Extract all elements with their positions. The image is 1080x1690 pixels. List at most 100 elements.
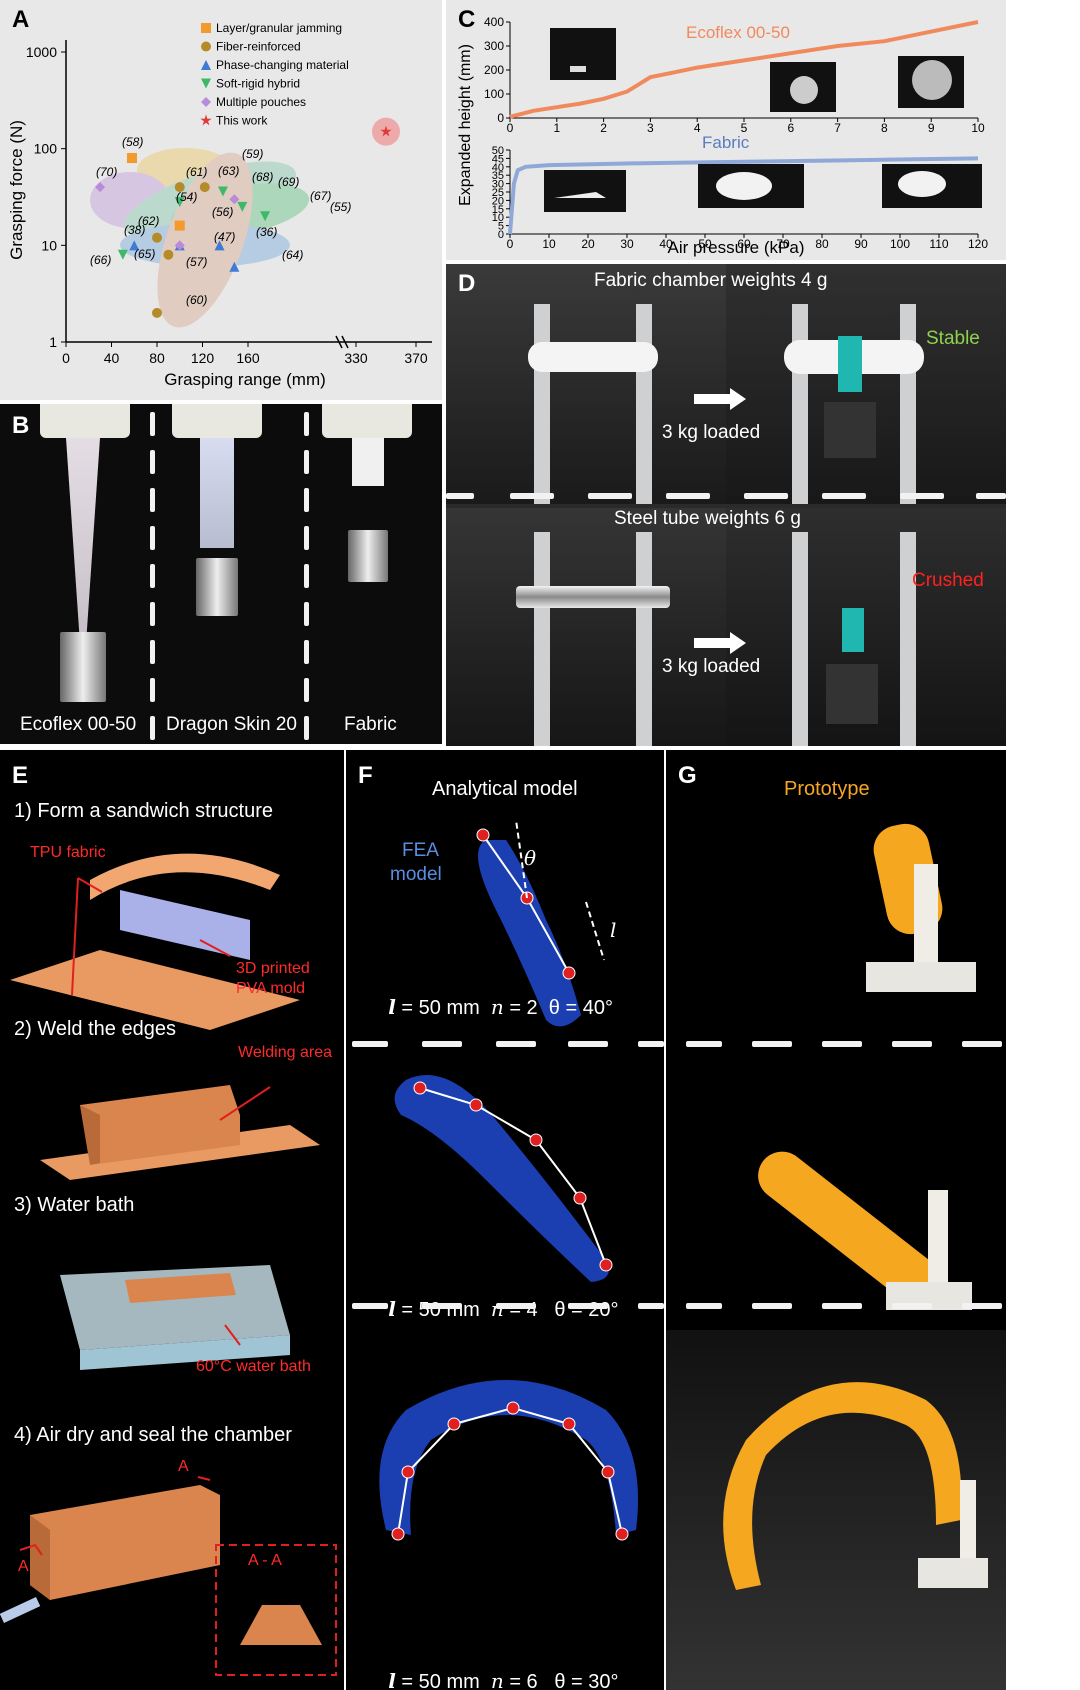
fea-model-2 bbox=[394, 1075, 613, 1282]
region-ellipse bbox=[137, 148, 233, 192]
y-tick-label: 25 bbox=[492, 187, 504, 199]
data-point bbox=[174, 220, 185, 231]
data-point bbox=[229, 194, 240, 205]
reference-label: (62) bbox=[138, 214, 159, 228]
data-point bbox=[152, 232, 162, 243]
data-point bbox=[174, 182, 185, 193]
y-tick-label: 10 bbox=[492, 212, 504, 224]
x-tick-label: 10 bbox=[542, 237, 556, 251]
data-point bbox=[229, 261, 240, 272]
y-tick-label: 1 bbox=[49, 334, 57, 350]
ecoflex-series-label: Ecoflex 00-50 bbox=[686, 23, 790, 42]
cross-section-box bbox=[215, 1544, 337, 1676]
step-1: 1) Form a sandwich structure bbox=[14, 800, 273, 822]
region-ellipse bbox=[123, 161, 297, 239]
weight bbox=[824, 402, 876, 458]
top-title: Fabric chamber weights 4 g bbox=[594, 270, 828, 291]
f-title: Analytical model bbox=[432, 778, 578, 800]
fabric-chamber bbox=[528, 342, 658, 372]
data-point bbox=[214, 240, 225, 251]
x-tick-label: 20 bbox=[581, 237, 595, 251]
legend-label: Soft-rigid hybrid bbox=[216, 77, 300, 91]
reference-label: (63) bbox=[218, 164, 239, 178]
region-ellipse bbox=[157, 152, 253, 328]
reference-label: (59) bbox=[242, 147, 263, 161]
data-point bbox=[217, 186, 228, 197]
legend-label: Fiber-reinforced bbox=[216, 40, 301, 54]
region-ellipse bbox=[90, 172, 170, 228]
stand bbox=[636, 532, 652, 746]
top-arrow-label: 3 kg loaded bbox=[662, 422, 761, 443]
legend-label: Layer/granular jamming bbox=[216, 21, 342, 35]
reference-label: (67) bbox=[310, 189, 331, 203]
step1-illustration bbox=[10, 853, 300, 1030]
data-point bbox=[129, 240, 140, 251]
data-point bbox=[117, 249, 128, 260]
x-tick-label: 6 bbox=[787, 121, 794, 135]
arrow-icon bbox=[730, 632, 746, 654]
legend-marker bbox=[201, 41, 211, 52]
g-title: Prototype bbox=[784, 778, 870, 800]
welding-label: Welding area bbox=[238, 1044, 332, 1061]
y-tick-label: 45 bbox=[492, 153, 504, 165]
mount bbox=[866, 962, 976, 992]
panel-f-label: F bbox=[358, 762, 373, 789]
panel-b-label: B bbox=[12, 412, 30, 439]
panel-g: G Prototype bbox=[666, 750, 1006, 1690]
x-tick-label: 9 bbox=[928, 121, 935, 135]
section-label-a2: A bbox=[178, 1458, 189, 1475]
bottom-arrow-label: 3 kg loaded bbox=[662, 656, 761, 677]
tape bbox=[838, 336, 862, 392]
x-tick-label: 110 bbox=[929, 237, 948, 251]
stand bbox=[900, 304, 916, 504]
caption-ecoflex: Ecoflex 00-50 bbox=[20, 714, 137, 735]
x-axis-label: Grasping range (mm) bbox=[164, 370, 326, 389]
mold-label-1: 3D printed bbox=[236, 960, 310, 977]
data-point bbox=[237, 201, 248, 212]
y-tick-label: 15 bbox=[492, 204, 504, 216]
x-tick-label: 0 bbox=[507, 237, 514, 251]
data-point bbox=[260, 211, 271, 222]
legend-marker bbox=[201, 97, 211, 107]
y-tick-label: 5 bbox=[498, 221, 504, 233]
reference-label: (38) bbox=[124, 223, 145, 237]
reference-label: (56) bbox=[212, 205, 233, 219]
section-label-a: A bbox=[18, 1558, 29, 1575]
tape bbox=[842, 608, 864, 652]
inset-photo bbox=[550, 28, 616, 80]
data-point bbox=[174, 197, 185, 208]
panel-e: E 1) Form a sandwich structure TPU fabri… bbox=[0, 750, 344, 1690]
reference-label: (57) bbox=[186, 255, 207, 269]
arrow-icon bbox=[694, 638, 734, 648]
y-tick-label: 200 bbox=[484, 63, 504, 77]
x-tick-label: 10 bbox=[971, 121, 985, 135]
arrow-icon bbox=[730, 388, 746, 410]
ecoflex-strip bbox=[66, 438, 100, 638]
status-stable: Stable bbox=[926, 328, 980, 349]
gripper-base bbox=[172, 404, 262, 438]
y-tick-label: 0 bbox=[497, 111, 504, 125]
region-ellipse bbox=[170, 183, 310, 237]
panel-d: D Fabric chamber weights 4 g Stable 3 kg… bbox=[446, 264, 1006, 746]
weight bbox=[196, 558, 238, 616]
x-axis-label: Air pressure (kPa) bbox=[668, 238, 805, 257]
x-tick-label: 100 bbox=[890, 237, 910, 251]
panel-a-label: A bbox=[12, 6, 30, 33]
theta-label: θ bbox=[524, 846, 537, 870]
data-point bbox=[152, 307, 162, 318]
x-tick-label: 120 bbox=[968, 237, 988, 251]
legend-marker bbox=[201, 23, 211, 33]
legend-marker bbox=[201, 60, 211, 70]
l-label: l bbox=[610, 918, 617, 942]
x-tick-label: 7 bbox=[834, 121, 841, 135]
x-tick-label: 2 bbox=[600, 121, 607, 135]
legend-label: This work bbox=[216, 114, 268, 128]
panel-e-label: E bbox=[12, 762, 29, 789]
x-tick-label: 5 bbox=[741, 121, 748, 135]
fea-model-3 bbox=[379, 1380, 638, 1541]
y-tick-label: 1000 bbox=[26, 44, 57, 60]
reference-label: (64) bbox=[282, 248, 303, 262]
y-axis-label: Expanded height (mm) bbox=[457, 44, 474, 206]
y-tick-label: 0 bbox=[498, 229, 504, 241]
